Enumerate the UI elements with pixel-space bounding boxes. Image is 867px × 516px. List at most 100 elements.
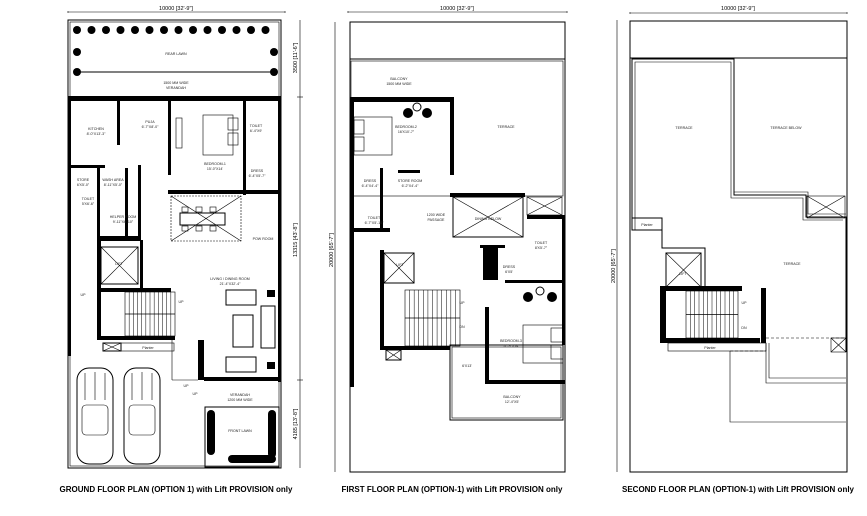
svg-text:8'X5'-7": 8'X5'-7": [535, 246, 548, 250]
svg-text:TOILET: TOILET: [368, 216, 381, 220]
svg-text:TOILET: TOILET: [250, 124, 263, 128]
svg-text:5'X6'-6": 5'X6'-6": [82, 202, 95, 206]
depth-dimension: 20000 [65'-7"]: [329, 233, 335, 267]
second-floor-plan: 10000 [32'-9"] 20000 [65'-7"] TERRACE TE…: [611, 6, 855, 494]
svg-text:VERANDAH: VERANDAH: [166, 86, 186, 90]
svg-text:6'-4"X4'-4": 6'-4"X4'-4": [362, 184, 379, 188]
room-labels: TERRACE TERRACE BELOW TERRACE Planter Pl…: [641, 126, 802, 350]
svg-text:TERRACE: TERRACE: [783, 262, 801, 266]
ground-floor-plan: 10000 [32'-9"] 3500 [11'-6"] 13315 [43'-…: [60, 6, 303, 494]
svg-text:DN: DN: [741, 326, 747, 330]
svg-text:DRESS: DRESS: [364, 179, 377, 183]
trees: [73, 26, 278, 76]
svg-text:21'-4"X32'-4": 21'-4"X32'-4": [220, 282, 241, 286]
plot-boundary: [629, 20, 848, 473]
svg-text:BEDROOM-2: BEDROOM-2: [395, 125, 417, 129]
svg-text:BALCONY: BALCONY: [503, 395, 521, 399]
svg-text:6'X5': 6'X5': [505, 270, 513, 274]
svg-text:8'-0"X13'-3": 8'-0"X13'-3": [87, 132, 106, 136]
svg-text:STORE: STORE: [77, 178, 90, 182]
tree-icon: [189, 26, 197, 34]
tree-icon: [247, 26, 255, 34]
tree-icon: [145, 26, 154, 34]
svg-text:6'-7"X5'-10": 6'-7"X5'-10": [365, 221, 384, 225]
svg-text:DRESS: DRESS: [503, 265, 516, 269]
svg-text:UP: UP: [184, 384, 190, 388]
svg-text:6'-7"X8'-0": 6'-7"X8'-0": [142, 125, 159, 129]
width-dimension: 10000 [32'-9"]: [440, 6, 474, 12]
svg-text:FRONT LAWN: FRONT LAWN: [228, 429, 252, 433]
svg-text:STORE ROOM: STORE ROOM: [398, 179, 423, 183]
tree-icon: [174, 26, 183, 34]
svg-text:UP: UP: [193, 392, 199, 396]
tree-icon: [232, 26, 241, 34]
svg-text:BEDROOM-3: BEDROOM-3: [500, 339, 522, 343]
svg-text:6'X13': 6'X13': [462, 364, 472, 368]
tree-icon: [261, 26, 270, 34]
svg-text:15'-0"X14': 15'-0"X14': [207, 167, 224, 171]
depth-dim-1: 3500 [11'-6"]: [293, 42, 299, 73]
svg-text:WASH AREA: WASH AREA: [102, 178, 124, 182]
first-floor-caption: FIRST FLOOR PLAN (OPTION-1) with Lift PR…: [342, 485, 563, 494]
tree-icon: [102, 26, 110, 34]
tree-icon: [270, 48, 278, 56]
svg-text:TOILET: TOILET: [82, 197, 95, 201]
tree-icon: [87, 26, 96, 34]
svg-text:TERRACE BELOW: TERRACE BELOW: [770, 126, 802, 130]
svg-text:BALCONY: BALCONY: [390, 77, 408, 81]
tree-icon: [73, 26, 81, 34]
second-floor-caption: SECOND FLOOR PLAN (OPTION-1) with Lift P…: [622, 485, 855, 494]
tree-icon: [203, 26, 212, 34]
tree-icon: [116, 26, 125, 34]
svg-text:1200 WIDE: 1200 WIDE: [427, 213, 446, 217]
staircase: [404, 289, 461, 347]
plot-boundary: [349, 21, 566, 473]
svg-text:TOILET: TOILET: [535, 241, 548, 245]
tree-icon: [73, 48, 81, 56]
svg-text:LIVING / DINING ROOM: LIVING / DINING ROOM: [210, 277, 250, 281]
verandah-label: 1500 MM WIDE: [163, 81, 189, 85]
tree-icon: [160, 26, 168, 34]
rear-lawn-label: REAR LAWN: [165, 52, 187, 56]
first-floor-plan: 10000 [32'-9"] 20000 [65'-7"]: [329, 6, 568, 494]
svg-text:BEDROOM-1: BEDROOM-1: [204, 162, 226, 166]
tree-icon: [131, 26, 139, 34]
svg-text:9'-11"X6'-10": 9'-11"X6'-10": [113, 220, 134, 224]
svg-text:Planter: Planter: [641, 223, 653, 227]
svg-text:6'-4"X5'-7": 6'-4"X5'-7": [249, 174, 266, 178]
width-dimension: 10000 [32'-9"]: [721, 6, 755, 12]
svg-text:12'-4"X5': 12'-4"X5': [505, 400, 520, 404]
svg-text:PASSAGE: PASSAGE: [428, 218, 446, 222]
room-labels: KITCHEN 8'-0"X13'-3" PUJA 6'-7"X8'-0" BE…: [77, 120, 274, 433]
staircase: [685, 290, 739, 339]
svg-text:HELPER ROOM: HELPER ROOM: [110, 215, 137, 219]
room-labels: BALCONY 1500 MM WIDE BEDROOM-2 16'X10'-7…: [362, 77, 548, 404]
svg-text:1500 MM WIDE: 1500 MM WIDE: [386, 82, 412, 86]
ground-floor-caption: GROUND FLOOR PLAN (OPTION 1) with Lift P…: [60, 485, 293, 494]
svg-text:6'X5'-0": 6'X5'-0": [77, 183, 90, 187]
svg-text:UP: UP: [179, 300, 185, 304]
width-dimension: 10000 [32'-9"]: [159, 6, 193, 12]
car-icon: [76, 367, 114, 465]
svg-text:VERANDAH: VERANDAH: [230, 393, 250, 397]
depth-dim-2: 13315 [43'-8"]: [293, 223, 299, 257]
depth-dim-3: 4185 [13'-8"]: [293, 408, 299, 439]
svg-text:DINING BELOW: DINING BELOW: [475, 217, 502, 221]
svg-text:TERRACE: TERRACE: [675, 126, 693, 130]
svg-text:8'-11"X5'-0": 8'-11"X5'-0": [104, 183, 123, 187]
svg-text:16'X10'-7": 16'X10'-7": [398, 130, 415, 134]
svg-text:DRESS: DRESS: [251, 169, 264, 173]
svg-text:LIFT: LIFT: [396, 263, 404, 267]
svg-text:TERRACE: TERRACE: [497, 125, 515, 129]
svg-text:LIFT: LIFT: [115, 262, 123, 266]
staircase: [124, 291, 176, 337]
svg-text:6'-2"X4'-4": 6'-2"X4'-4": [402, 184, 419, 188]
svg-text:LIFT: LIFT: [679, 272, 687, 276]
svg-text:6'-4"X9': 6'-4"X9': [250, 129, 263, 133]
depth-dimension: 20000 [65'-7"]: [611, 249, 617, 283]
tree-icon: [218, 26, 226, 34]
svg-text:Planter: Planter: [704, 346, 716, 350]
svg-text:11'-9"X14': 11'-9"X14': [503, 344, 519, 348]
svg-text:UP: UP: [460, 301, 466, 305]
